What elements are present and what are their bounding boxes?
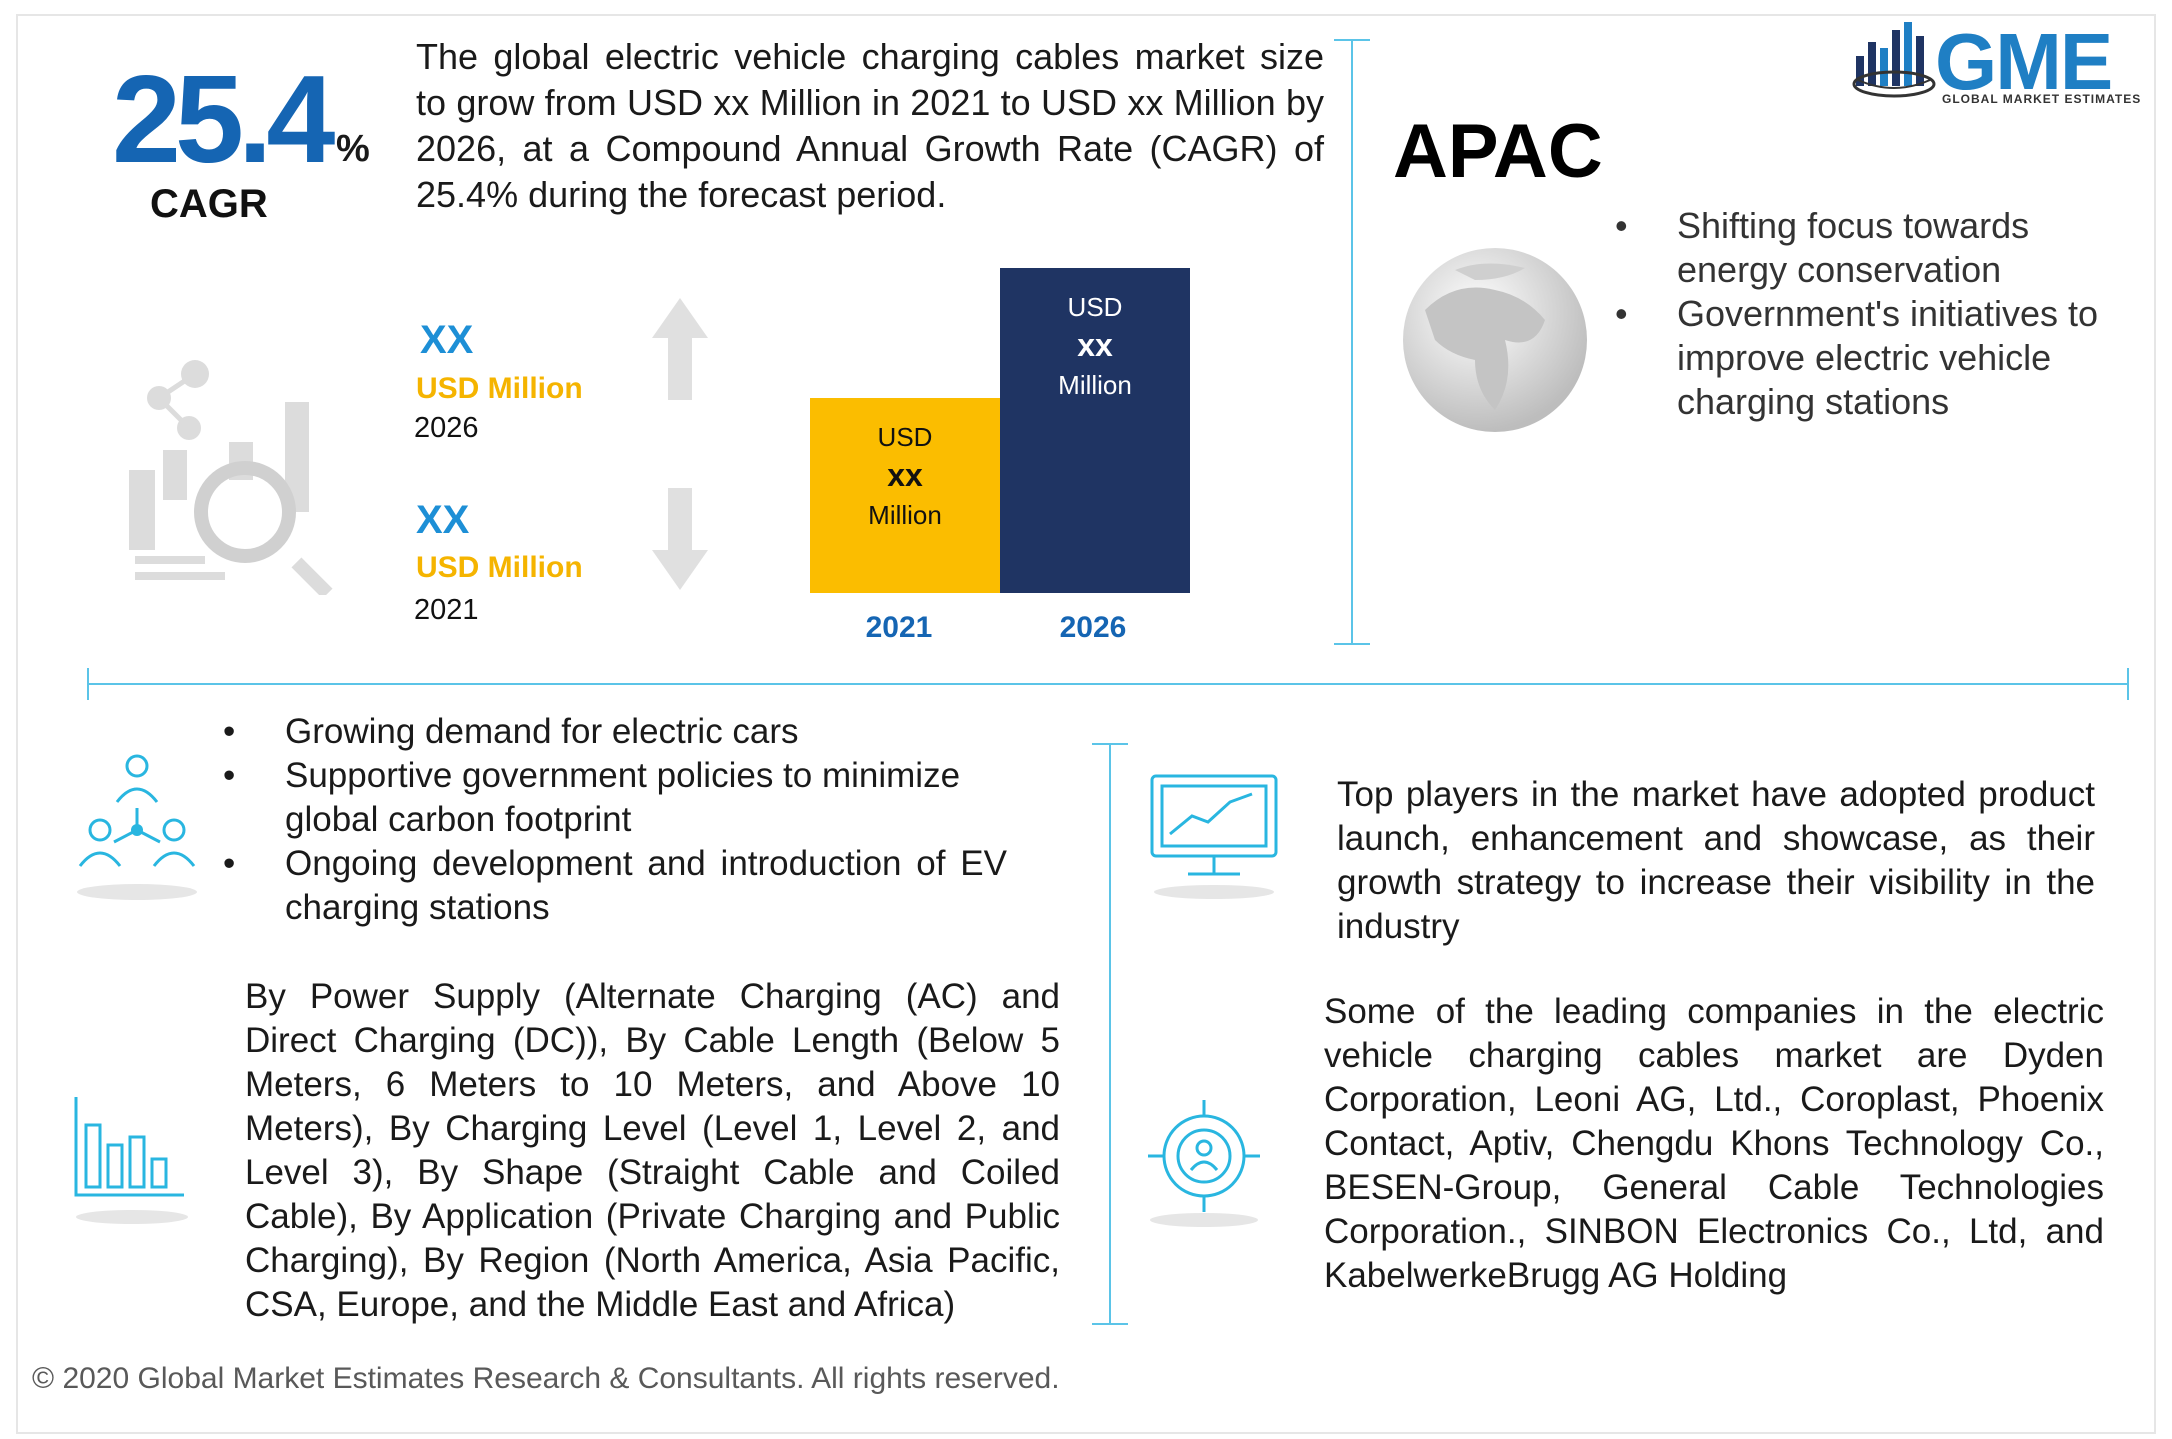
logo-text: GME bbox=[1935, 17, 2113, 106]
driver-bullet-1: • Growing demand for electric cars bbox=[223, 710, 1007, 754]
driver-text: Supportive government policies to minimi… bbox=[285, 756, 961, 839]
divider-horizontal bbox=[87, 668, 2129, 700]
bar-label-value: xx bbox=[887, 457, 923, 493]
driver-bullet-2: • Supportive government policies to minim… bbox=[223, 754, 1007, 842]
cagr-label: CAGR bbox=[150, 182, 268, 226]
bar-2021 bbox=[810, 398, 1000, 593]
x-tick-label: 2026 bbox=[1060, 611, 1127, 644]
infographic-frame bbox=[16, 14, 2156, 1434]
bar-label-value: xx bbox=[1077, 327, 1113, 363]
companies-text: Some of the leading companies in the ele… bbox=[1324, 992, 2104, 1295]
market-summary: The global electric vehicle charging cab… bbox=[416, 36, 1324, 215]
bullet-dot: • bbox=[1615, 205, 1628, 246]
bullet-dot: • bbox=[223, 756, 236, 795]
driver-text: Ongoing development and introduction of … bbox=[285, 844, 1007, 927]
segmentation-text: By Power Supply (Alternate Charging (AC)… bbox=[245, 977, 1060, 1324]
bar-chart-icon bbox=[74, 1097, 188, 1224]
bar-label-top: USD bbox=[878, 422, 933, 452]
logo-tagline: GLOBAL MARKET ESTIMATES bbox=[1942, 92, 2142, 106]
forecast-year: 2026 bbox=[414, 412, 479, 444]
analytics-magnifier-icon bbox=[129, 360, 333, 595]
arrow-down-icon bbox=[652, 488, 708, 590]
cagr-percent: % bbox=[336, 128, 370, 170]
bar-label-top: USD bbox=[1068, 292, 1123, 322]
forecast-unit: USD Million bbox=[416, 372, 583, 405]
base-year: 2021 bbox=[414, 594, 479, 626]
bar-label-unit: Million bbox=[868, 500, 942, 530]
copyright: © 2020 Global Market Estimates Research … bbox=[32, 1362, 1060, 1395]
region-bullet-1: • Shifting focus towards energy conservat… bbox=[1615, 204, 2125, 292]
divider-vertical-bottom bbox=[1092, 743, 1128, 1325]
bullet-dot: • bbox=[223, 844, 236, 883]
cagr-value: 25.4 bbox=[112, 51, 335, 189]
forecast-value: XX bbox=[420, 318, 474, 362]
divider-vertical-top bbox=[1334, 39, 1370, 645]
gme-logo-icon bbox=[1852, 22, 1936, 98]
strategy-text: Top players in the market have adopted p… bbox=[1337, 775, 2095, 946]
region-bullet-2: • Government's initiatives to improve ele… bbox=[1615, 292, 2125, 424]
driver-bullet-3: • Ongoing development and introduction of… bbox=[223, 842, 1007, 930]
x-tick-label: 2021 bbox=[866, 611, 933, 644]
region-title: APAC bbox=[1393, 109, 1603, 194]
region-bullet-text: Shifting focus towards energy conservati… bbox=[1677, 205, 2030, 290]
bullet-dot: • bbox=[1615, 293, 1628, 334]
base-value: XX bbox=[416, 498, 470, 542]
bullet-dot: • bbox=[223, 712, 236, 751]
base-unit: USD Million bbox=[416, 551, 583, 584]
team-network-icon bbox=[77, 754, 197, 900]
driver-text: Growing demand for electric cars bbox=[285, 712, 799, 751]
target-person-icon bbox=[1148, 1100, 1260, 1227]
driver-bullets: • Growing demand for electric cars • Suppo… bbox=[223, 710, 1007, 930]
globe-icon bbox=[1403, 248, 1587, 432]
monitor-chart-icon bbox=[1150, 774, 1278, 899]
region-bullets: • Shifting focus towards energy conservat… bbox=[1615, 204, 2125, 424]
arrow-up-icon bbox=[652, 298, 708, 400]
bar-label-unit: Million bbox=[1058, 370, 1132, 400]
region-bullet-text: Government's initiatives to improve elec… bbox=[1677, 293, 2099, 422]
bar-2026 bbox=[1000, 268, 1190, 593]
